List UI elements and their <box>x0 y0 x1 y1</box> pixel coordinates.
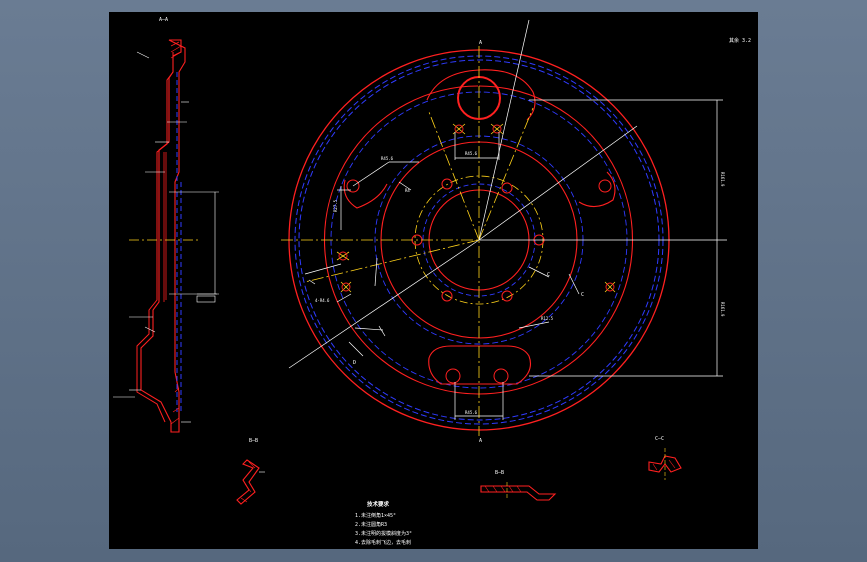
technical-notes: 技术要求 1.未注倒角1×45° 2.未注圆角R3 3.未注明的拔模斜度为3° … <box>355 500 412 546</box>
notes-title: 技术要求 <box>367 500 390 508</box>
section-wall <box>163 152 167 302</box>
svg-text:R45.6: R45.6 <box>465 410 478 415</box>
section-label-bb-bottom: B—B <box>495 470 504 476</box>
roughness-note: 其余 3.2 <box>729 37 751 44</box>
detail-bb-bottom: B—B <box>480 470 557 501</box>
detail-cc: C—C <box>648 436 682 480</box>
section-dimensions <box>113 51 219 423</box>
right-notch-hole <box>598 179 612 193</box>
mark-d: D <box>353 360 356 366</box>
mark-a-top: A <box>479 40 482 46</box>
right-notch <box>578 171 616 208</box>
section-label-bb-left: B—B <box>249 438 258 444</box>
section-inner-profile <box>136 52 174 423</box>
front-view: R161.9 R161.9 R45.6 R45.6 R27.5 R45.6 R1… <box>281 19 751 444</box>
section-outer-profile <box>140 39 186 433</box>
middle-ring <box>324 85 633 395</box>
svg-text:R161.9: R161.9 <box>720 172 725 187</box>
left-notch-hole <box>346 179 360 193</box>
section-view-aa: A—A <box>113 17 219 433</box>
mark-c-left: C <box>547 272 550 278</box>
svg-text:R12.5: R12.5 <box>541 316 554 321</box>
svg-text:R45.6: R45.6 <box>465 151 478 156</box>
note-item-2: 2.未注圆角R3 <box>355 521 387 528</box>
section-hidden-lines <box>176 72 182 412</box>
mark-a-bottom: A <box>479 438 482 444</box>
small-hole-markers <box>336 123 616 293</box>
svg-text:R4: R4 <box>405 188 410 193</box>
bottom-hole-right <box>493 368 509 384</box>
drawing-canvas[interactable]: A—A <box>109 12 758 549</box>
bottom-hole-left <box>445 368 461 384</box>
bottom-slot-outline <box>428 345 532 385</box>
mark-c-right: C <box>581 292 584 298</box>
note-item-3: 3.未注明的拔模斜度为3° <box>355 530 412 537</box>
left-notch <box>343 179 388 209</box>
note-item-1: 1.未注倒角1×45° <box>355 512 396 519</box>
small-holes <box>338 124 615 292</box>
svg-text:R27.5: R27.5 <box>333 199 338 212</box>
note-item-4: 4.去除毛刺飞边，去毛刺 <box>355 539 411 546</box>
main-dim-text: R161.9 R161.9 R45.6 R45.6 R27.5 R45.6 R1… <box>315 151 725 415</box>
top-slot-outline <box>426 69 536 121</box>
drawing-svg: A—A <box>113 17 751 546</box>
main-dimensions <box>288 19 727 420</box>
section-label-cc: C—C <box>655 436 664 442</box>
svg-text:R45.6: R45.6 <box>381 156 394 161</box>
detail-bb-left: B—B <box>236 438 265 505</box>
svg-text:4-R4.6: 4-R4.6 <box>315 298 330 303</box>
section-hatch <box>170 41 182 425</box>
main-centerlines <box>281 46 534 436</box>
svg-text:R161.9: R161.9 <box>720 302 725 317</box>
section-label-aa: A—A <box>159 17 168 23</box>
